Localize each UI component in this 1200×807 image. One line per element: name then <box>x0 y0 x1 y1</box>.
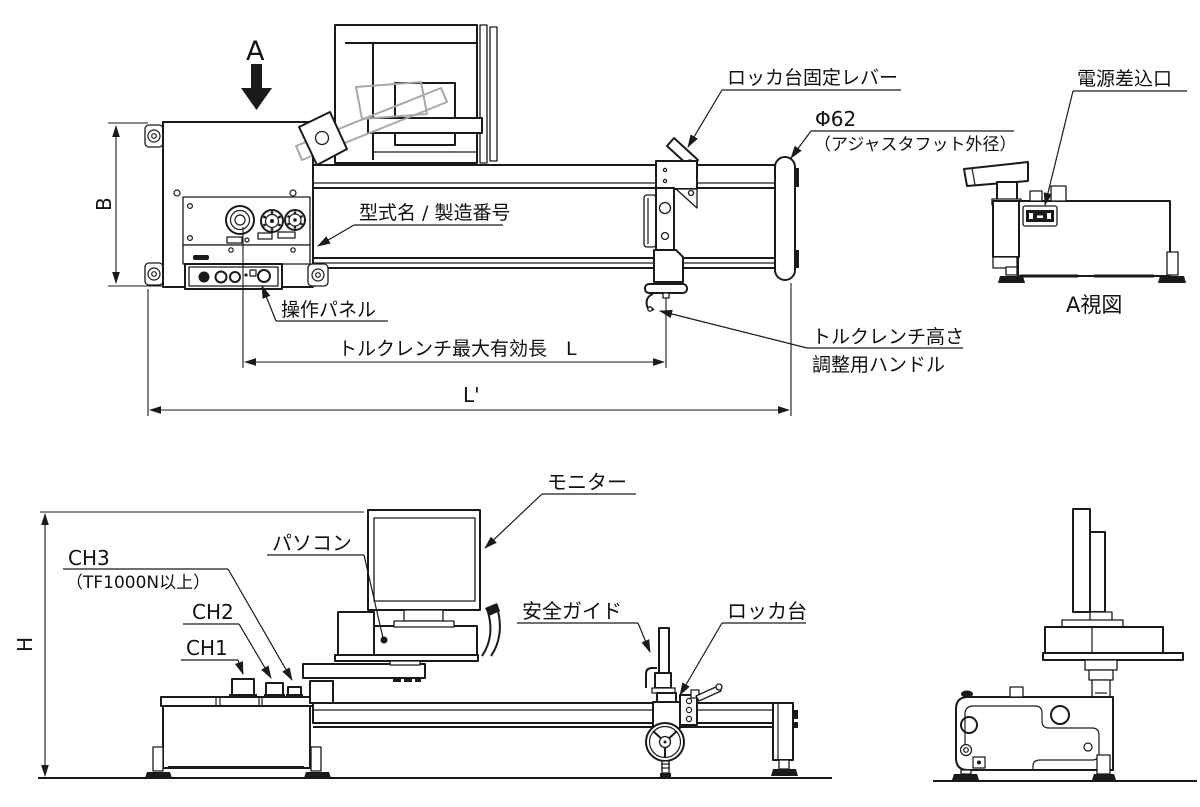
rail-beam-front <box>312 702 779 728</box>
machine-body-top <box>144 121 329 290</box>
dimension-h: H <box>13 511 364 777</box>
document-holder <box>481 603 501 657</box>
dim-h-label: H <box>13 637 37 652</box>
monitor-box-top <box>334 24 498 164</box>
rocker-lever-front <box>695 685 722 702</box>
rocker-base-front <box>645 683 723 777</box>
callout-ch3: CH3 （TF1000N以上） <box>63 546 293 681</box>
monitor-side <box>1072 508 1113 628</box>
ch1-label: CH1 <box>186 636 228 660</box>
monitor-front <box>367 509 481 628</box>
rocker-base-label: ロッカ台 <box>727 599 807 623</box>
pc-side <box>1042 619 1184 698</box>
ch3-label: CH3 <box>68 546 110 570</box>
right-support-leg <box>771 702 798 776</box>
monitor-label: モニター <box>547 470 627 494</box>
adjuster-dia-label: Φ62 <box>815 107 856 131</box>
top-view: A B トルクレンチ最大有効長 L L' ロッカ台固定レバー <box>92 24 1016 416</box>
view-arrow-label: A <box>246 36 265 67</box>
view-a-caption: A視図 <box>1066 293 1122 317</box>
panel-button <box>214 270 228 284</box>
power-inlet-label: 電源差込口 <box>1077 68 1172 90</box>
model-serial-label: 型式名 / 製造番号 <box>359 202 510 224</box>
dimensions-top: B トルクレンチ最大有効長 L L' <box>92 122 792 416</box>
view-a-arrow-shaft <box>251 64 262 89</box>
side-view <box>933 508 1197 782</box>
callout-operation-panel: 操作パネル <box>261 285 388 322</box>
machine-body-side <box>952 686 1116 780</box>
dim-l-label: トルクレンチ最大有効長 L <box>338 338 577 360</box>
view-a: A視図 電源差込口 <box>963 68 1187 317</box>
panel-knob <box>257 269 271 283</box>
callout-model-serial: 型式名 / 製造番号 <box>317 202 510 247</box>
panel-button <box>198 271 210 283</box>
callout-ch2: CH2 <box>183 600 272 679</box>
ch2-label: CH2 <box>192 600 234 624</box>
torque-wrench-outline <box>295 81 448 161</box>
dim-l-prime-label: L' <box>463 383 480 407</box>
callout-rocker-lock-lever: ロッカ台固定レバー <box>687 67 901 148</box>
power-inlet-socket <box>1022 205 1058 227</box>
view-direction-arrow: A <box>241 36 272 110</box>
ch3-connector <box>286 686 303 698</box>
callout-monitor: モニター <box>484 470 636 549</box>
adjuster-foot-top <box>774 156 796 281</box>
connector-ch-round <box>260 209 306 233</box>
pc-unit <box>337 611 478 656</box>
callout-rocker-base: ロッカ台 <box>679 599 807 696</box>
dim-b-label: B <box>92 197 116 211</box>
callout-height-handle: トルクレンチ高さ 調整用ハンドル <box>658 309 964 376</box>
brand-logo-mark <box>193 255 209 260</box>
height-adjust-handle-shape <box>644 283 688 294</box>
pc-stand <box>302 654 479 704</box>
height-handle-label-1: トルクレンチ高さ <box>812 326 964 348</box>
operation-panel-top <box>184 263 283 290</box>
height-handle-label-2: 調整用ハンドル <box>812 354 945 376</box>
adjuster-dia-sub-label: （アジャスタフット外径） <box>814 135 1016 155</box>
safety-guide <box>645 627 676 694</box>
machine-body-front <box>145 678 331 778</box>
callout-power-inlet: 電源差込口 <box>1043 68 1187 207</box>
ch3-sub-label: （TF1000N以上） <box>66 573 210 593</box>
callout-adjuster-diameter: Φ62 （アジャスタフット外径） <box>790 107 1016 159</box>
pc-label: パソコン <box>272 531 352 555</box>
wrench-socket-holder <box>298 111 348 166</box>
callout-pc: パソコン <box>267 531 388 644</box>
rocker-base-top <box>643 137 699 312</box>
callout-ch1: CH1 <box>181 636 244 675</box>
operation-panel-label: 操作パネル <box>281 299 376 321</box>
callout-safety-guide: 安全ガイド <box>517 599 651 653</box>
ch1-connector <box>229 678 257 698</box>
safety-guide-label: 安全ガイド <box>522 599 622 623</box>
callouts-front: モニター パソコン CH3 （TF1000N以上） CH2 <box>63 470 807 696</box>
handwheel <box>645 722 685 762</box>
rocker-lock-lever-label: ロッカ台固定レバー <box>727 67 898 89</box>
ch2-connector <box>264 682 285 698</box>
front-view: H モニター パソコン CH3 （TF1000N以上） CH2 <box>13 470 832 779</box>
panel-button <box>229 271 241 283</box>
callouts-top: ロッカ台固定レバー Φ62 （アジャスタフット外径） 型式名 / 製造番号 操作… <box>261 67 1016 376</box>
view-a-arrow-head <box>241 88 272 110</box>
